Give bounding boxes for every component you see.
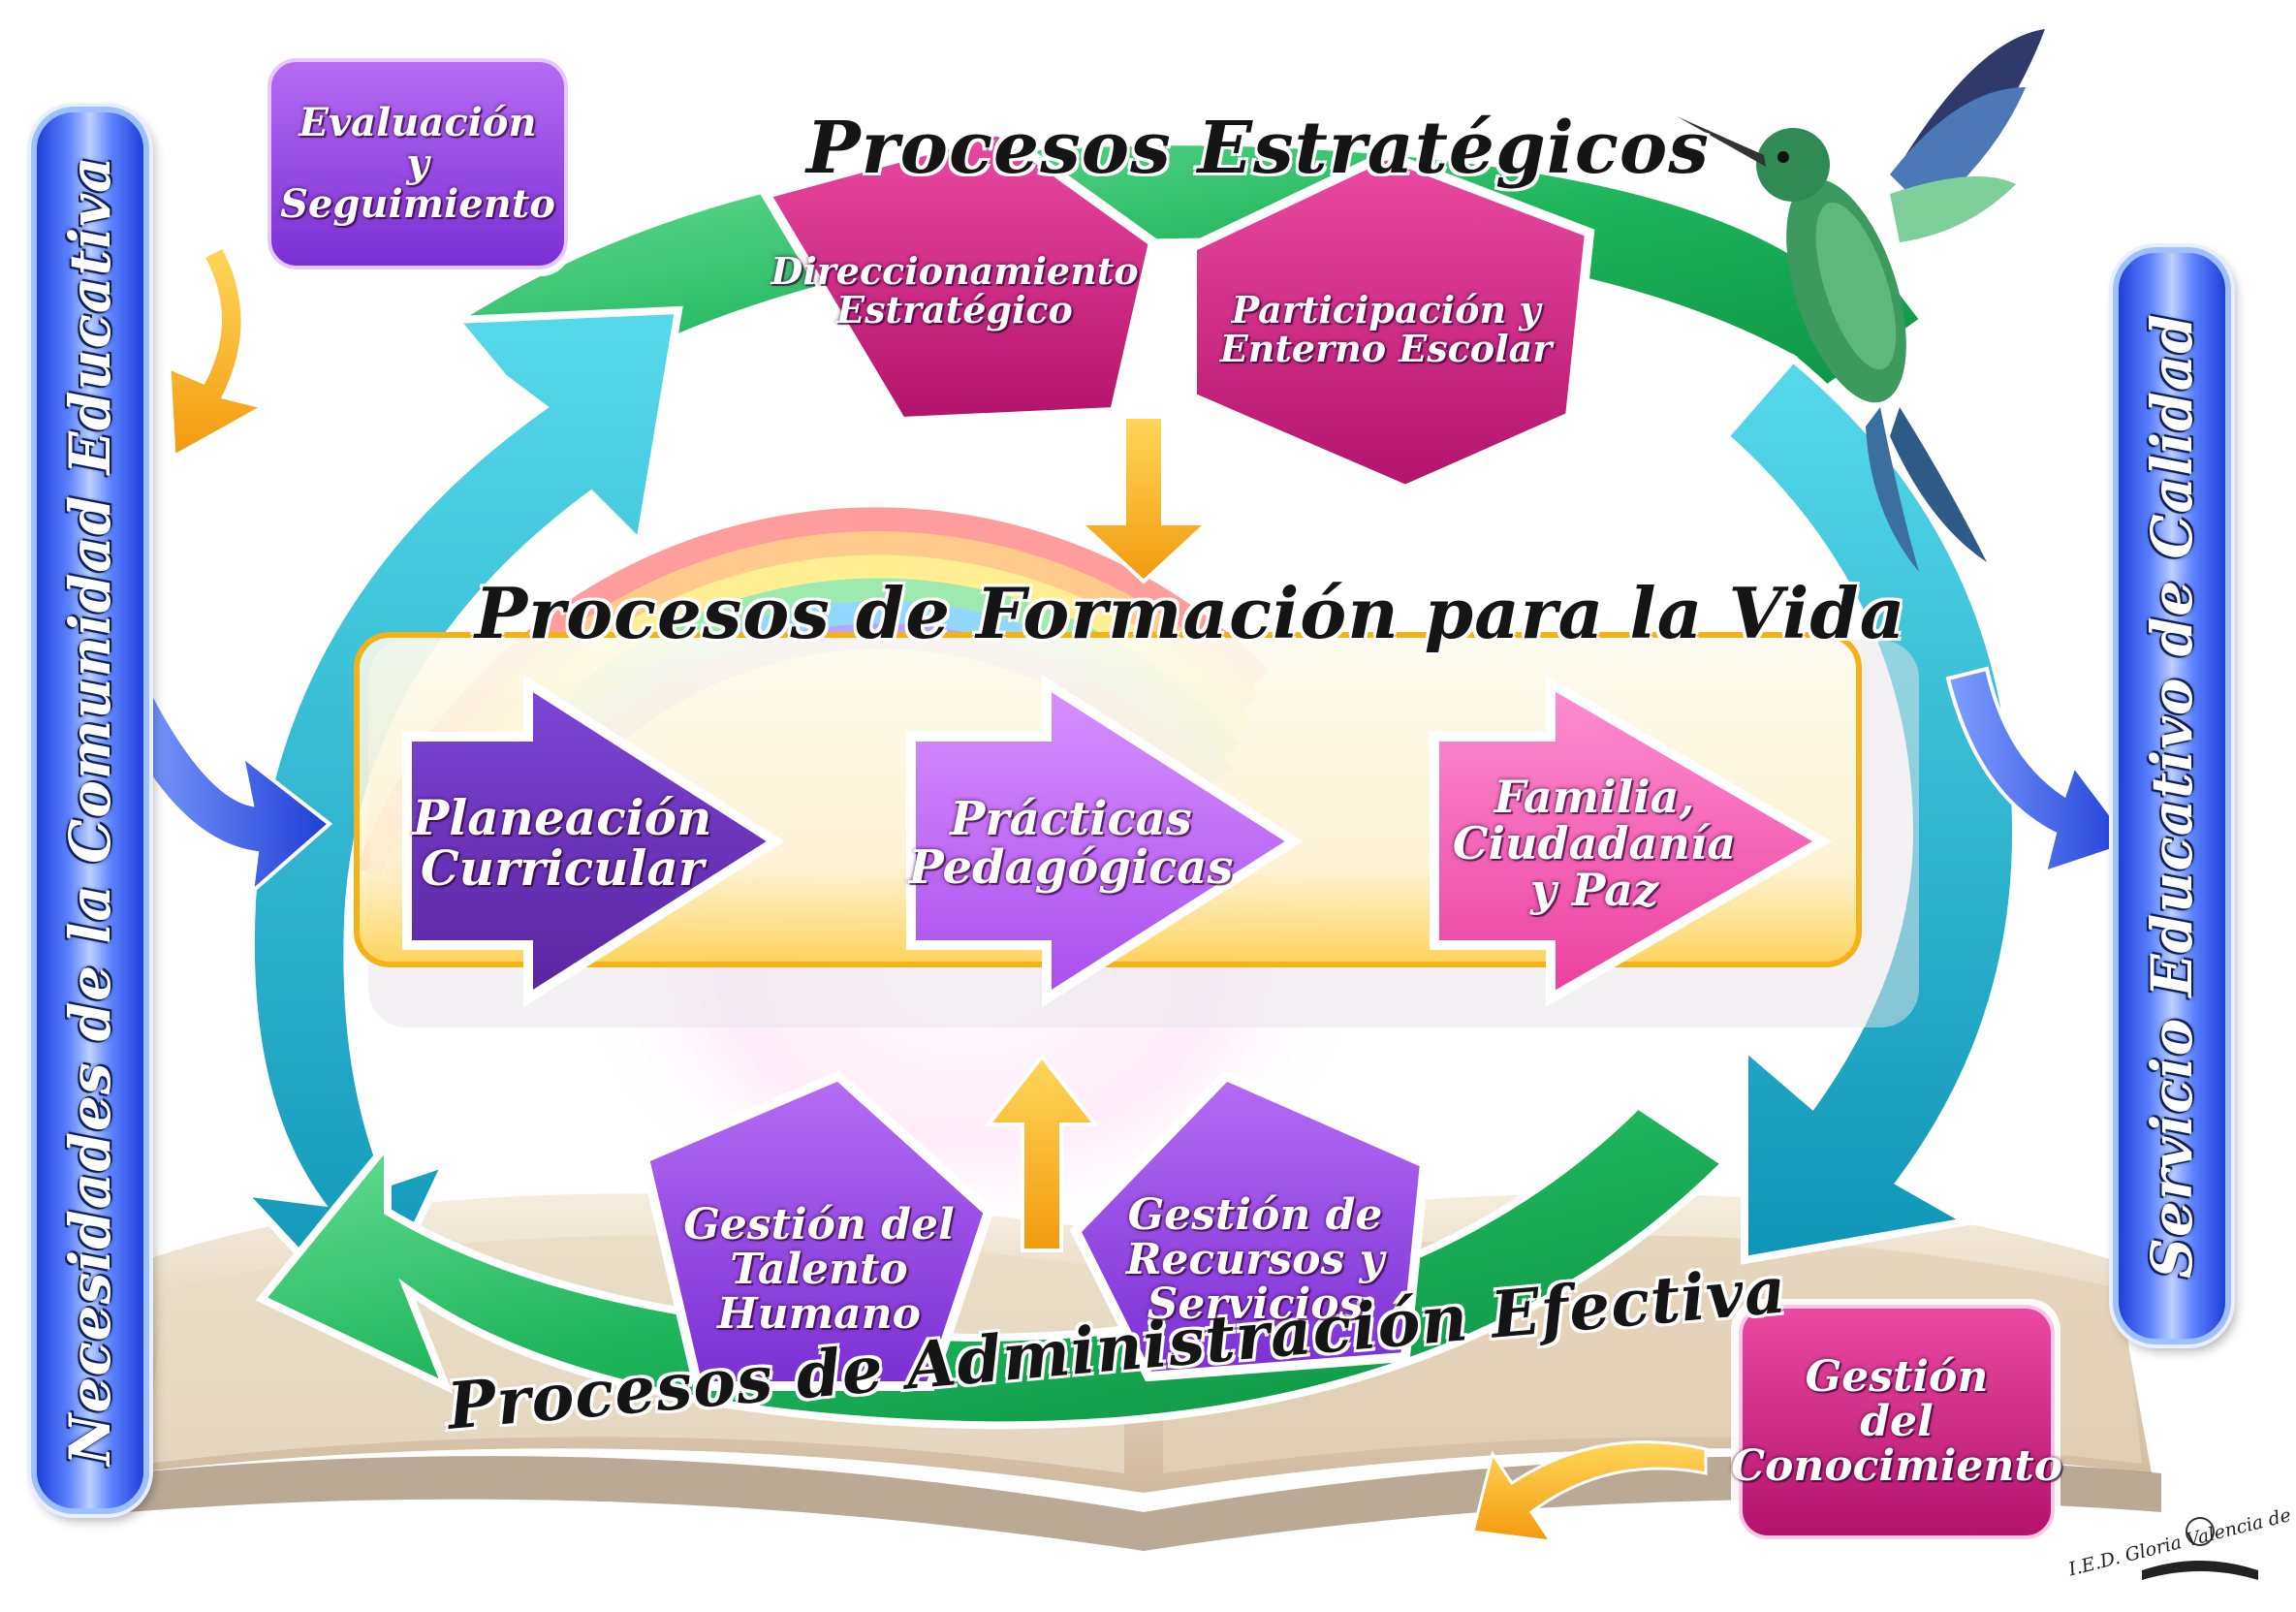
- talent-label: Gestión del Talento Humano: [683, 1199, 955, 1340]
- step3-arrow: [1430, 675, 1832, 1007]
- right-blue-arrow: [1945, 666, 2136, 876]
- gold-arrow-evaluation: [168, 245, 267, 458]
- knowledge-box: [1731, 1299, 2060, 1546]
- left-sidebar-label: Necesidades de la Comunidad Educativa: [57, 155, 123, 1466]
- evaluation-label: Evaluación y Seguimiento: [280, 100, 555, 227]
- gold-arrow-up-center: [984, 1053, 1100, 1252]
- evaluation-box: [260, 53, 572, 276]
- direction-pentagon: [758, 125, 1159, 427]
- step2-arrow: [906, 674, 1304, 1008]
- hummingbird-illustration: [1677, 29, 2045, 572]
- gold-arrow-down-center: [1075, 415, 1212, 585]
- left-blue-arrow: [123, 673, 333, 897]
- credit-logo: [2142, 1517, 2258, 1580]
- resources-pentagon: [1069, 1070, 1431, 1382]
- direction-label: Direccionamiento Estratégico: [771, 249, 1139, 332]
- resources-label: Gestión de Recursos y Servicios: [1125, 1189, 1385, 1330]
- step2-label: Prácticas Pedagógicas: [908, 791, 1234, 895]
- participation-pentagon: [1187, 149, 1595, 495]
- strategic-title: Procesos Estratégicos: [806, 107, 1710, 190]
- gold-arrow-knowledge: [1471, 1440, 1708, 1543]
- left-sidebar: Necesidades de la Comunidad Educativa: [31, 107, 149, 1514]
- step1-label: Planeación Curricular: [412, 788, 712, 897]
- talent-pentagon: [639, 1070, 994, 1391]
- participation-label: Participación y Enterno Escolar: [1219, 288, 1553, 370]
- right-sidebar-label: Servicio Educativo de Calidad: [2139, 313, 2205, 1279]
- right-sidebar: Servicio Educativo de Calidad: [2113, 247, 2231, 1344]
- formation-title: Procesos de Formación para la Vida: [475, 572, 1906, 654]
- step1-arrow: [402, 674, 785, 1008]
- step3-label: Familia, Ciudadanía y Paz: [1452, 770, 1737, 917]
- knowledge-label: Gestión del Conocimiento: [1730, 1351, 2063, 1492]
